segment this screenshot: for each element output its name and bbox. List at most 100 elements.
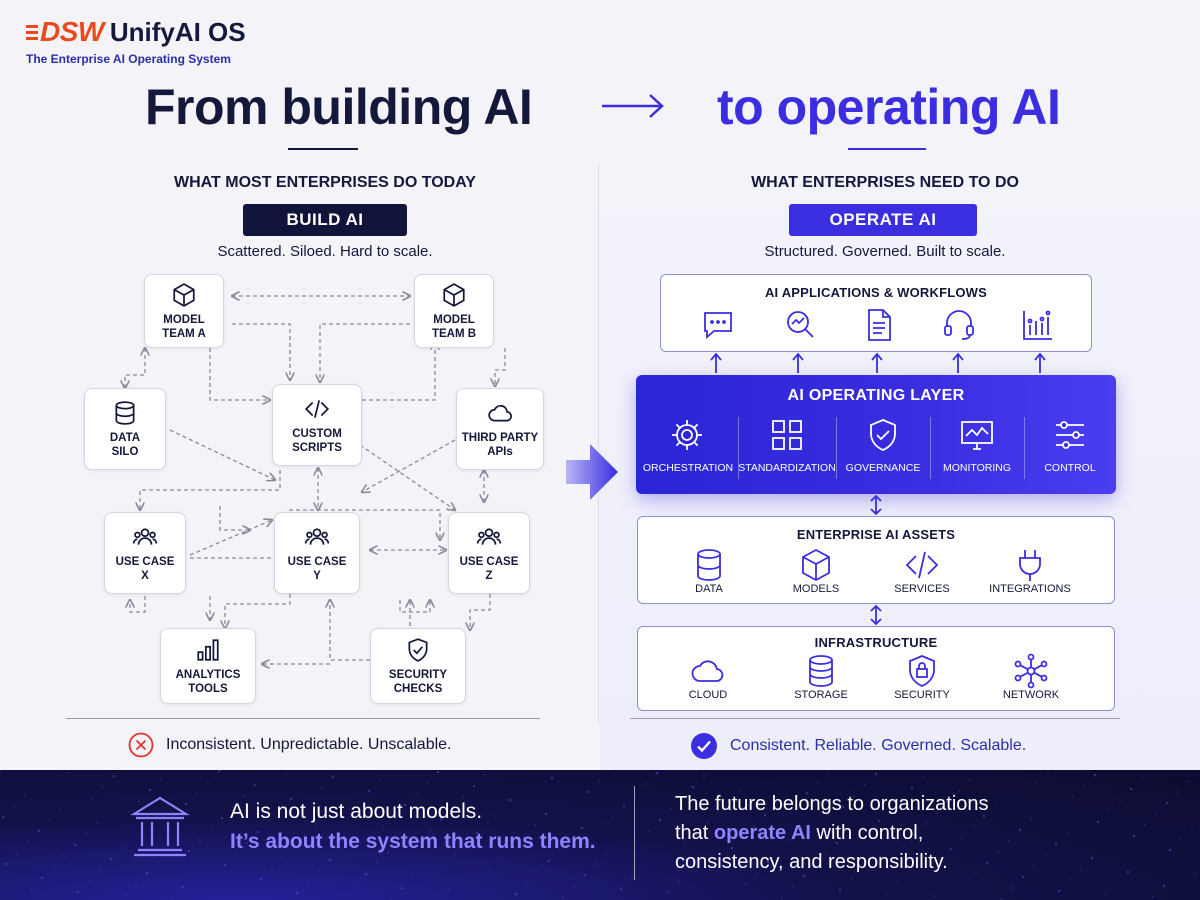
footer-dot xyxy=(727,799,731,803)
footer-dot xyxy=(655,771,659,775)
footer-dot xyxy=(1105,893,1107,895)
footer-dot xyxy=(946,800,950,804)
footer-dot xyxy=(390,898,392,900)
footer-dot xyxy=(412,876,414,878)
footer-dot xyxy=(703,775,705,777)
left-heading: WHAT MOST ENTERPRISES DO TODAY xyxy=(174,174,476,191)
footer-dot xyxy=(40,876,44,880)
footer-dot xyxy=(387,851,389,853)
left-subtitle: Scattered. Siloed. Hard to scale. xyxy=(217,243,433,260)
footer-dot xyxy=(295,891,299,895)
op-separator xyxy=(836,417,837,479)
footer-dot xyxy=(1177,791,1179,793)
footer-dot xyxy=(612,816,614,818)
footer-dot xyxy=(487,821,489,823)
footer-dot xyxy=(367,789,371,793)
footer-dot xyxy=(739,789,741,791)
panel-divider xyxy=(598,165,599,725)
footer-dot xyxy=(1144,824,1146,826)
footer-dot xyxy=(1165,801,1169,805)
footer-dot xyxy=(573,885,575,887)
footer-dot xyxy=(730,846,734,850)
footer-highlight: operate AI xyxy=(713,822,811,844)
footer-dot xyxy=(318,870,320,872)
brand-logo[interactable]: DSW UnifyAI OS xyxy=(26,16,246,48)
footer-dot xyxy=(157,861,159,863)
up-arrow-icon xyxy=(952,352,964,373)
footer-dot xyxy=(436,770,440,774)
node-custom-scripts[interactable]: CUSTOM SCRIPTS xyxy=(272,384,362,466)
footer-dot xyxy=(622,804,626,808)
footer-dot xyxy=(351,837,353,839)
footer-dot xyxy=(1162,884,1166,888)
footer-dot xyxy=(1066,832,1068,834)
footer-dot xyxy=(537,871,539,873)
infra-label-storage: STORAGE xyxy=(794,689,848,701)
footer-dot xyxy=(1033,865,1035,867)
footer-dot xyxy=(1021,875,1025,879)
code-icon xyxy=(304,399,330,418)
footer-dot xyxy=(1008,840,1010,842)
footer-dot xyxy=(544,812,548,816)
footer-dot xyxy=(1191,827,1193,829)
node-security-checks[interactable]: SECURITY CHECKS xyxy=(370,628,466,704)
left-verdict-text: Inconsistent. Unpredictable. Unscalable. xyxy=(166,736,452,753)
node-model-team-b[interactable]: MODEL TEAM B xyxy=(414,274,494,348)
footer-dot xyxy=(961,837,963,839)
footer-dot xyxy=(897,881,899,883)
footer-dot xyxy=(196,792,198,794)
footer-dot xyxy=(717,811,719,813)
node-data-silo[interactable]: DATA SILO xyxy=(84,388,166,470)
footer-dot xyxy=(835,841,839,845)
document-icon xyxy=(868,309,891,341)
node-model-team-a[interactable]: MODEL TEAM A xyxy=(144,274,224,348)
footer-dot xyxy=(1188,780,1190,782)
footer-dot xyxy=(109,857,113,861)
footer-dot xyxy=(37,829,41,833)
footer-dot xyxy=(910,786,914,790)
footer-dot xyxy=(1030,818,1032,820)
enterprise-ai-assets-layer[interactable]: ENTERPRISE AI ASSETS DATA MODELS SERVICE… xyxy=(637,516,1115,604)
footer-vision-line3: consistency, and responsibility. xyxy=(675,851,948,873)
node-use-case-z[interactable]: USE CASE Z xyxy=(448,512,530,594)
footer-dot xyxy=(850,878,852,880)
footer-dot xyxy=(315,823,317,825)
footer-dot xyxy=(135,883,137,885)
footer-dot xyxy=(864,784,866,786)
node-use-case-x[interactable]: USE CASE X xyxy=(104,512,186,594)
footer-dot xyxy=(235,853,237,855)
node-third-party-apis[interactable]: THIRD PARTY APIs xyxy=(456,388,544,470)
cloud-icon xyxy=(488,404,512,421)
footer-dot xyxy=(91,797,93,799)
footer-dot xyxy=(462,796,464,798)
footer-dot xyxy=(448,890,450,892)
users-icon xyxy=(304,527,330,545)
footer-dot xyxy=(684,844,686,846)
footer-dot xyxy=(1090,856,1094,860)
footer-dot xyxy=(781,897,783,899)
brand-tagline: The Enterprise AI Operating System xyxy=(26,52,231,66)
plug-icon xyxy=(1019,550,1041,581)
infrastructure-layer[interactable]: INFRASTRUCTURE CLOUD STORAGE SECURITY NE… xyxy=(637,626,1115,711)
footer-dot xyxy=(562,896,564,898)
footer-dot xyxy=(570,838,572,840)
node-use-case-y[interactable]: USE CASE Y xyxy=(274,512,360,594)
footer-dot xyxy=(982,814,986,818)
footer-dot xyxy=(160,778,162,780)
footer-dot xyxy=(0,770,2,772)
bidirectional-arrow-icon xyxy=(870,494,882,516)
ai-operating-layer[interactable]: AI OPERATING LAYER ORCHESTRATION STANDAR… xyxy=(636,375,1116,494)
footer-dot xyxy=(1132,834,1136,838)
footer-dot xyxy=(292,844,296,848)
headline-underline-right xyxy=(848,148,926,150)
node-analytics-tools[interactable]: ANALYTICS TOOLS xyxy=(160,628,256,704)
footer-dot xyxy=(985,861,989,865)
footer-dot xyxy=(534,824,536,826)
apps-layer[interactable]: AI APPLICATIONS & WORKFLOWS xyxy=(660,274,1092,352)
apps-layer-title: AI APPLICATIONS & WORKFLOWS xyxy=(764,285,988,300)
footer-dot xyxy=(279,809,281,811)
footer-statement-line1: AI is not just about models. xyxy=(230,800,483,823)
footer-dot xyxy=(720,858,722,860)
footer-dot xyxy=(163,825,165,827)
footer-dot xyxy=(76,890,80,894)
